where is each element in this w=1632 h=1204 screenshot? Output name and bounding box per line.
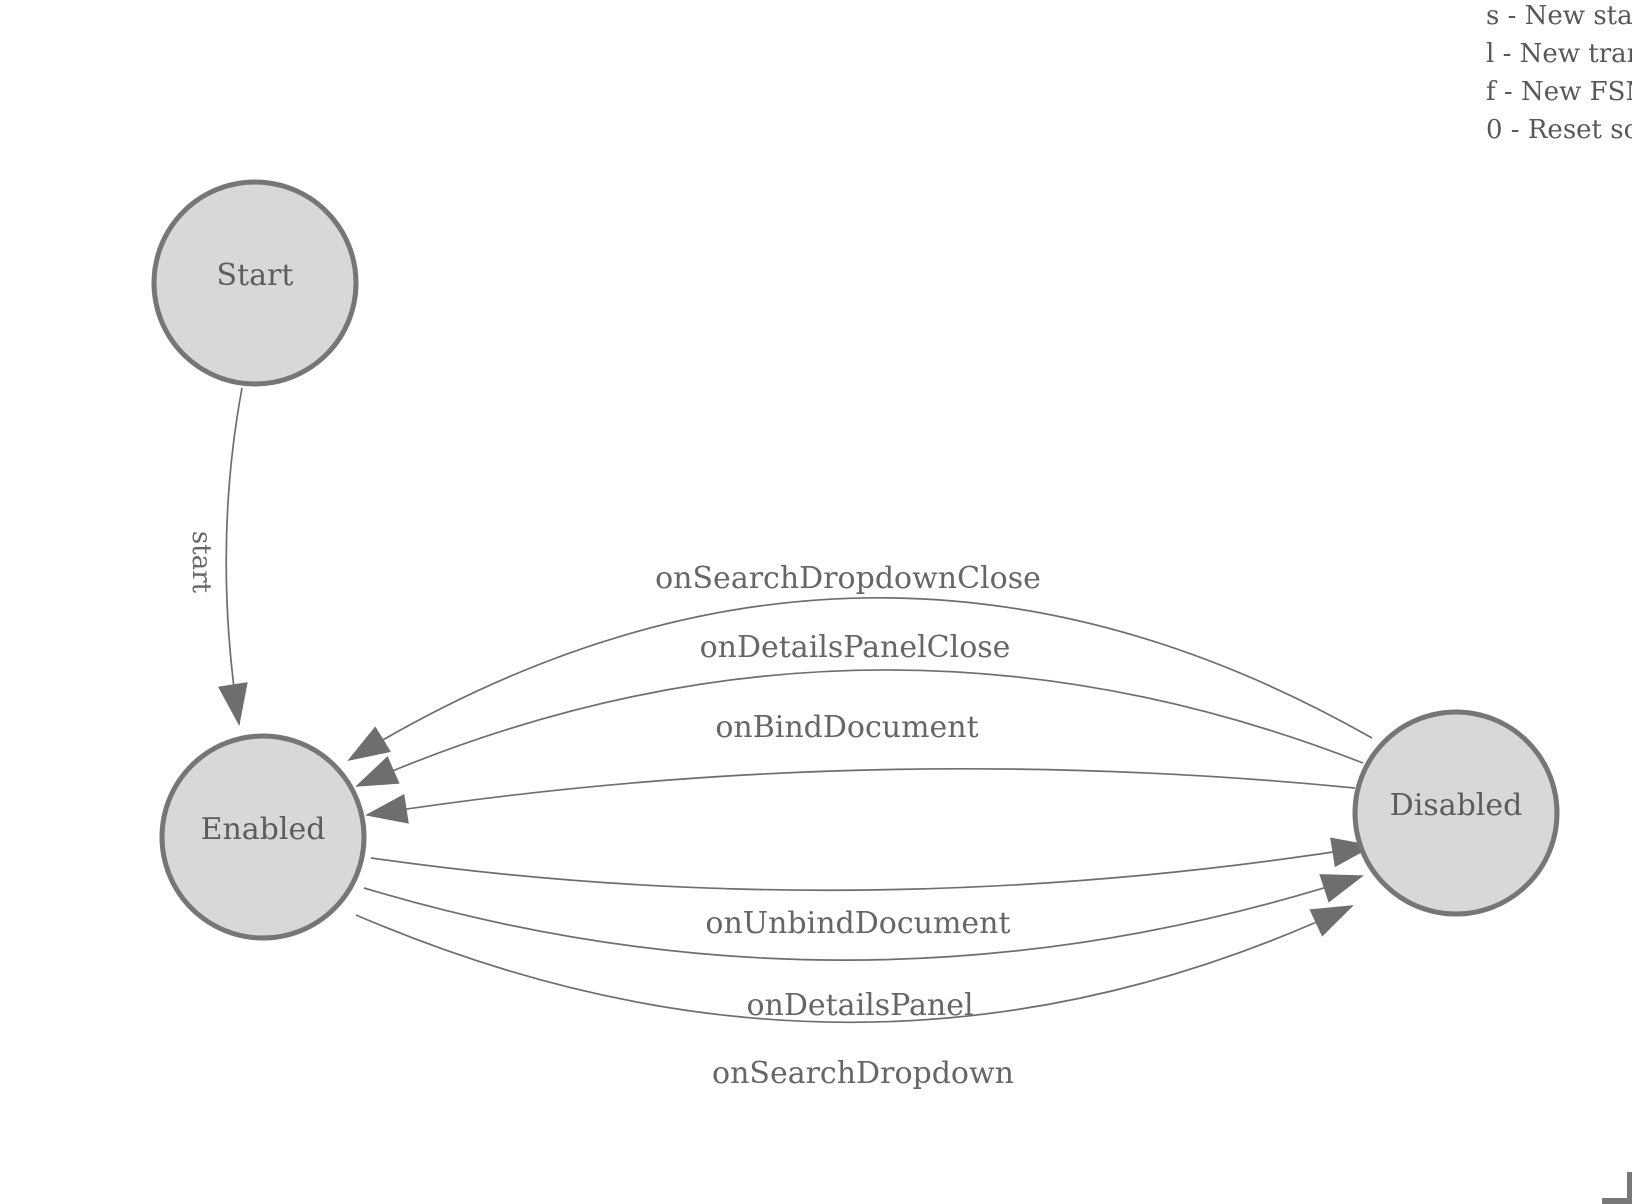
transition-onUnbindDocument[interactable]: [370, 837, 1374, 892]
state-start-label: Start: [217, 258, 294, 293]
hotkey-reset-scale: 0 - Reset scale: [1486, 115, 1632, 145]
hotkey-legend: s - New state l - New transition f - New…: [1486, 0, 1632, 149]
transition-onUnbindDocument-label: onUnbindDocument: [705, 906, 1010, 941]
state-enabled-label: Enabled: [201, 812, 326, 847]
transition-onSearchDropdown-label: onSearchDropdown: [712, 1056, 1014, 1091]
transition-onDetailsPanelClose[interactable]: [355, 669, 1364, 787]
transition-onSearchDropdown[interactable]: [355, 905, 1354, 1024]
state-disabled[interactable]: [1352, 709, 1560, 917]
state-enabled[interactable]: [159, 733, 367, 941]
hotkey-new-transition: l - New transition: [1486, 39, 1632, 69]
transition-onBindDocument-label: onBindDocument: [715, 710, 978, 745]
hotkey-new-fsm: f - New FSM: [1486, 77, 1632, 107]
transition-start[interactable]: [218, 387, 248, 726]
transition-start-label: start: [186, 531, 216, 594]
state-disabled-label: Disabled: [1390, 788, 1523, 823]
state-start-node[interactable]: [151, 179, 359, 387]
transition-onSearchDropdownClose-label: onSearchDropdownClose: [655, 561, 1041, 596]
frame-corner-horizontal: [1602, 1198, 1632, 1204]
frame-corner-vertical: [1627, 1172, 1632, 1204]
transition-onSearchDropdownClose[interactable]: [347, 597, 1373, 762]
transition-onDetailsPanelClose-label: onDetailsPanelClose: [700, 630, 1011, 665]
transition-onDetailsPanel-label: onDetailsPanel: [746, 988, 973, 1023]
transition-onDetailsPanel[interactable]: [363, 874, 1364, 961]
transition-onBindDocument[interactable]: [365, 767, 1356, 824]
hotkey-new-state: s - New state: [1486, 1, 1632, 31]
